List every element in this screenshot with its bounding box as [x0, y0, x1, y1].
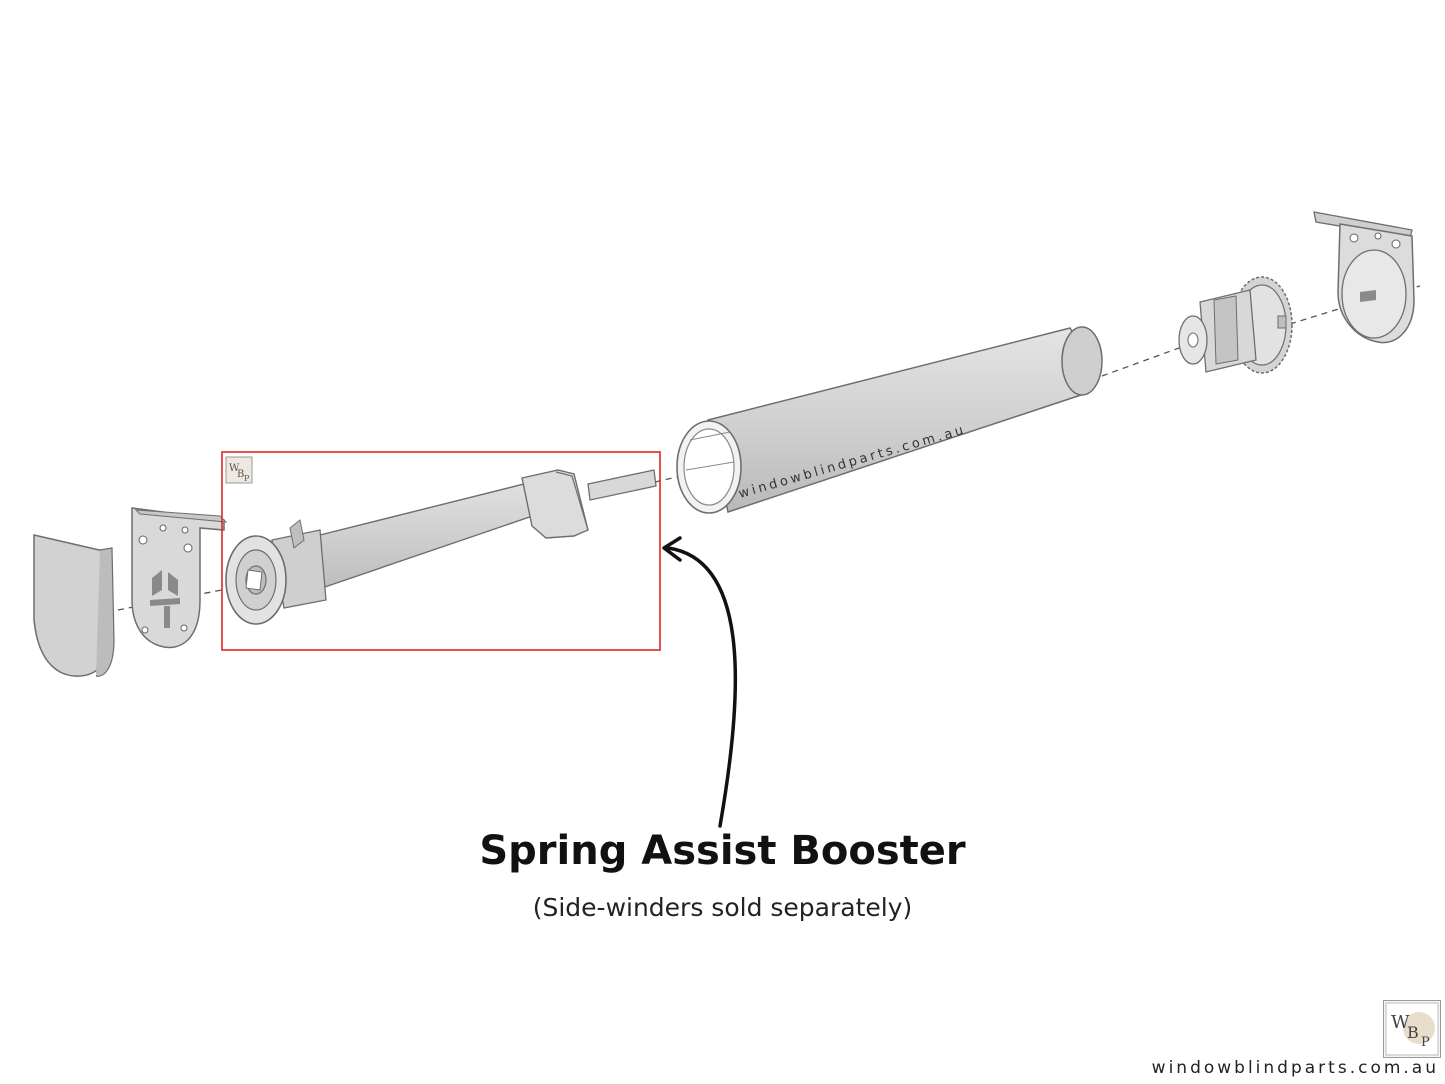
highlight-box	[221, 451, 661, 651]
left-bracket-icon	[131, 507, 228, 649]
svg-text:B: B	[237, 469, 244, 480]
svg-text:P: P	[244, 474, 250, 483]
svg-text:P: P	[1421, 1035, 1430, 1050]
svg-text:B: B	[1407, 1023, 1419, 1042]
page-subtitle: (Side-winders sold separately)	[532, 893, 913, 922]
logo-icon: W B P	[1383, 1000, 1441, 1058]
clutch-icon	[1178, 276, 1293, 374]
svg-text:W: W	[229, 463, 240, 474]
right-bracket-icon	[1313, 211, 1415, 344]
spring-booster-icon	[225, 469, 657, 625]
page-title: Spring Assist Booster	[479, 828, 966, 874]
footer-url[interactable]: windowblindparts.com.au	[1151, 1058, 1439, 1078]
arrow-icon	[662, 536, 738, 828]
box-logo-icon: W B P	[225, 456, 253, 484]
svg-text:W: W	[1391, 1012, 1410, 1033]
roller-tube-icon: windowblindparts.com.au	[676, 326, 1103, 514]
end-cap-icon	[33, 534, 115, 677]
